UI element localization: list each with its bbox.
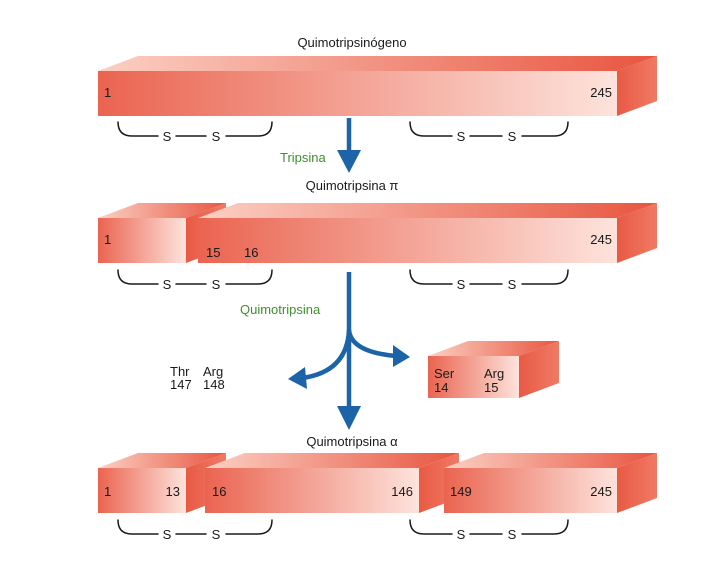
alpha-chain-c [444, 453, 657, 513]
released-dipeptide-thr-arg: Thr Arg 147 148 [170, 364, 225, 392]
zymogen-residue-end: 245 [590, 85, 612, 100]
zymogen-residue-start: 1 [104, 85, 111, 100]
residue-14: 14 [434, 380, 448, 395]
enzyme-chymotrypsin-label: Quimotripsina [240, 302, 321, 317]
split-arrow [288, 272, 410, 430]
pi-fragment-2-residue-16: 16 [244, 245, 258, 260]
sulfur-label: S [163, 277, 172, 292]
alpha-chain-c-end: 245 [590, 484, 612, 499]
alpha-chain-b [205, 453, 459, 513]
residue-148: 148 [203, 377, 225, 392]
pi-fragment-2-end: 245 [590, 232, 612, 247]
alpha-chain-b-start: 16 [212, 484, 226, 499]
sulfur-label: S [212, 129, 221, 144]
disulfide-bond: S S [409, 121, 569, 144]
pi-fragment-2 [198, 203, 657, 263]
residue-arg: Arg [484, 366, 504, 381]
sulfur-label: S [457, 277, 466, 292]
residue-arg: Arg [203, 364, 223, 379]
disulfide-bond: S S [409, 269, 569, 292]
sulfur-label: S [212, 527, 221, 542]
sulfur-label: S [508, 129, 517, 144]
residue-15: 15 [484, 380, 498, 395]
pi-fragment-1-start: 1 [104, 232, 111, 247]
sulfur-label: S [163, 527, 172, 542]
disulfide-bond: S S [117, 269, 273, 292]
sulfur-label: S [457, 527, 466, 542]
enzyme-trypsin-label: Tripsina [280, 150, 327, 165]
sulfur-label: S [163, 129, 172, 144]
released-dipeptide-ser-arg: Ser Arg 14 15 [428, 341, 559, 398]
zymogen-title: Quimotripsinógeno [297, 35, 406, 50]
alpha-chain-b-end: 146 [391, 484, 413, 499]
disulfide-bond: S S [117, 121, 273, 144]
sulfur-label: S [457, 129, 466, 144]
sulfur-label: S [508, 527, 517, 542]
alpha-chain-a-start: 1 [104, 484, 111, 499]
sulfur-label: S [508, 277, 517, 292]
alpha-chain-a-end: 13 [166, 484, 180, 499]
pi-chymotrypsin-title: Quimotripsina π [306, 178, 399, 193]
arrow-down [337, 118, 361, 173]
zymogen-chain [98, 56, 657, 116]
disulfide-bond: S S [409, 519, 569, 542]
residue-147: 147 [170, 377, 192, 392]
alpha-chain-c-start: 149 [450, 484, 472, 499]
pi-fragment-2-residue-15: 15 [206, 245, 220, 260]
residue-ser: Ser [434, 366, 455, 381]
alpha-chymotrypsin-title: Quimotripsina α [306, 434, 398, 449]
sulfur-label: S [212, 277, 221, 292]
residue-thr: Thr [170, 364, 190, 379]
disulfide-bond: S S [117, 519, 273, 542]
